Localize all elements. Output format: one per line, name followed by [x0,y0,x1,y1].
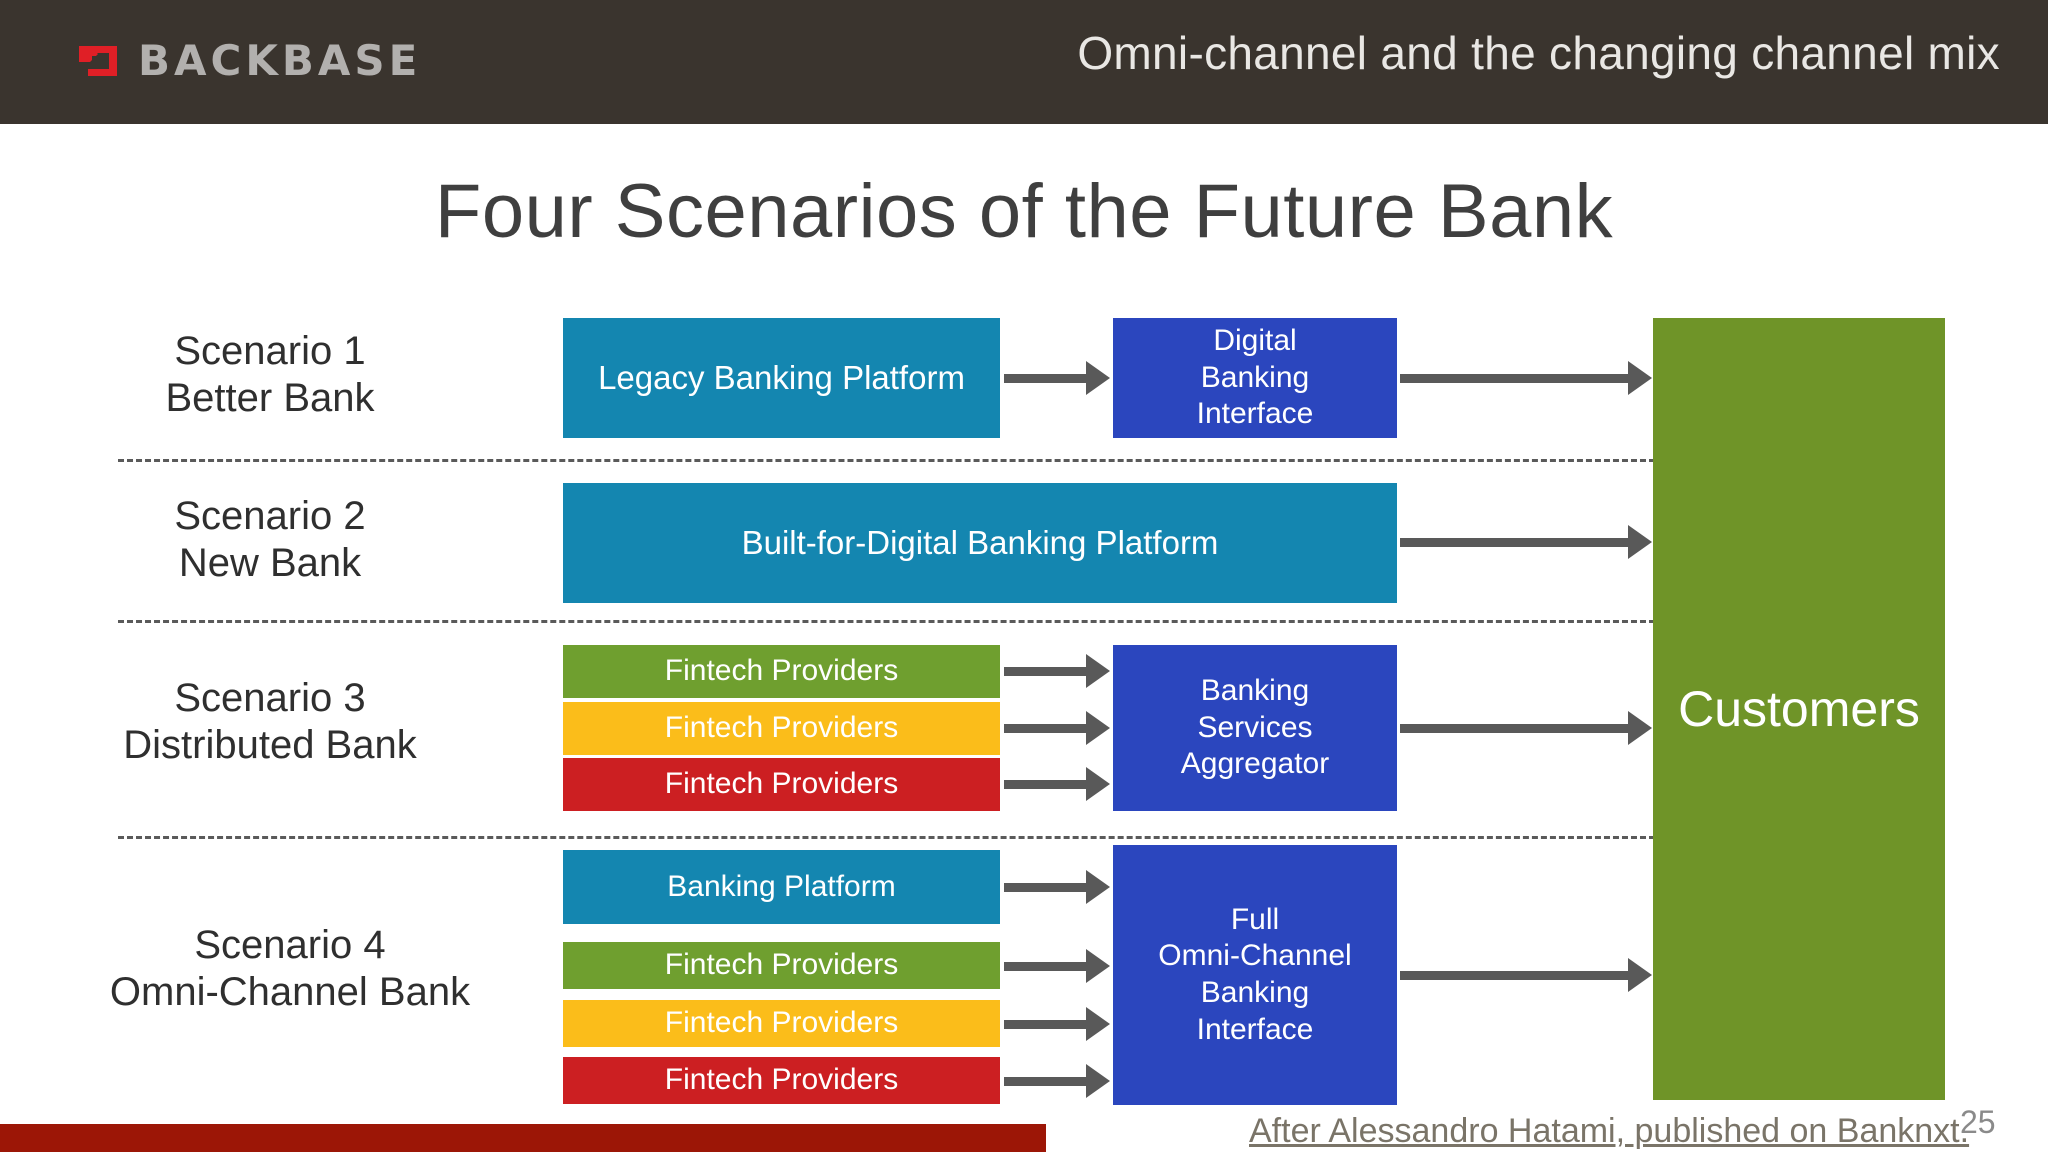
hub-line: Interface [1196,397,1314,431]
arrow-head-icon [1628,711,1652,745]
hub-line: Banking [1200,360,1310,394]
arrow-shaft [1004,1020,1086,1029]
arrow-shaft [1400,538,1628,547]
box-legacy-banking-platform: Legacy Banking Platform [563,318,1000,438]
backbase-logo-icon [76,39,120,83]
box-banking-services-aggregator: Banking Services Aggregator [1113,645,1397,811]
scenario-2-label: Scenario 2 New Bank [60,493,480,587]
scenario-3-number: Scenario 3 [174,676,366,720]
arrow-head-icon [1086,1007,1110,1041]
arrow-shaft [1004,374,1086,383]
arrow-shaft [1400,724,1628,733]
box-label: Fintech Providers [664,1063,899,1097]
header-title: Omni-channel and the changing channel mi… [1077,27,2000,79]
box-s4-banking-platform: Banking Platform [563,850,1000,924]
arrow-shaft [1004,667,1086,676]
box-s4-fintech-providers-amber: Fintech Providers [563,1000,1000,1047]
scenario-2-number: Scenario 2 [174,494,366,538]
separator-2 [118,620,1655,623]
scenario-1-label: Scenario 1 Better Bank [60,328,480,422]
arrow-shaft [1004,962,1086,971]
arrow-shaft [1400,971,1628,980]
box-legacy-banking-platform-label: Legacy Banking Platform [598,358,965,396]
box-label: Fintech Providers [664,711,899,745]
box-label: Fintech Providers [664,654,899,688]
hub-line: Banking [1200,674,1310,708]
scenario-3-name: Distributed Bank [123,723,417,768]
header-band: BACKBASE Omni-channel and the changing c… [0,0,2048,124]
box-built-for-digital-banking-platform-label: Built-for-Digital Banking Platform [741,523,1219,561]
arrow-shaft [1004,724,1086,733]
box-label: Fintech Providers [664,1006,899,1040]
arrow-shaft [1004,780,1086,789]
box-label: Fintech Providers [664,948,899,982]
box-built-for-digital-banking-platform: Built-for-Digital Banking Platform [563,483,1397,603]
footer-attribution: After Alessandro Hatami, published on Ba… [1249,1112,1970,1150]
hub-line: Aggregator [1180,747,1330,781]
brand-name: BACKBASE [138,36,422,85]
box-label: Banking Platform [667,869,896,903]
hub-line: Interface [1196,1012,1314,1046]
footer-accent-bar [0,1124,1046,1152]
brand-logo: BACKBASE [76,36,421,85]
arrow-head-icon [1086,361,1110,395]
box-label: Fintech Providers [664,767,899,801]
scenario-4-name: Omni-Channel Bank [109,970,471,1015]
box-s3-fintech-providers-amber: Fintech Providers [563,702,1000,755]
scenario-3-label: Scenario 3 Distributed Bank [60,675,480,769]
box-customers-label: Customers [1678,680,1920,737]
scenario-4-label: Scenario 4 Omni-Channel Bank [0,922,580,1016]
separator-1 [118,459,1655,462]
scenario-1-number: Scenario 1 [174,329,366,373]
hub-line: Omni-Channel [1158,939,1352,973]
scenario-2-name: New Bank [178,541,362,586]
box-full-omni-channel-banking-interface: Full Omni-Channel Banking Interface [1113,845,1397,1105]
hub-line: Services [1197,710,1313,744]
arrow-head-icon [1086,1064,1110,1098]
hub-line: Banking [1200,976,1310,1009]
box-s3-fintech-providers-green: Fintech Providers [563,645,1000,698]
arrow-head-icon [1086,870,1110,904]
arrow-head-icon [1086,654,1110,688]
box-s3-fintech-providers-red: Fintech Providers [563,758,1000,811]
scenario-1-name: Better Bank [165,376,375,421]
box-s4-fintech-providers-green: Fintech Providers [563,942,1000,989]
arrow-head-icon [1086,711,1110,745]
arrow-shaft [1004,883,1086,892]
box-s4-fintech-providers-red: Fintech Providers [563,1057,1000,1104]
arrow-shaft [1400,374,1628,383]
separator-3 [118,836,1655,839]
scenario-4-number: Scenario 4 [194,923,386,967]
arrow-head-icon [1086,767,1110,801]
box-customers: Customers [1653,318,1945,1100]
hub-line: Digital [1213,324,1297,358]
arrow-head-icon [1086,949,1110,983]
page-number: 25 [1960,1104,1996,1140]
arrow-head-icon [1628,361,1652,395]
arrow-head-icon [1628,525,1652,559]
box-digital-banking-interface: Digital Banking Interface [1113,318,1397,438]
arrow-shaft [1004,1077,1086,1086]
page-title: Four Scenarios of the Future Bank [434,169,1614,254]
arrow-head-icon [1628,958,1652,992]
hub-line: Full [1230,902,1280,936]
